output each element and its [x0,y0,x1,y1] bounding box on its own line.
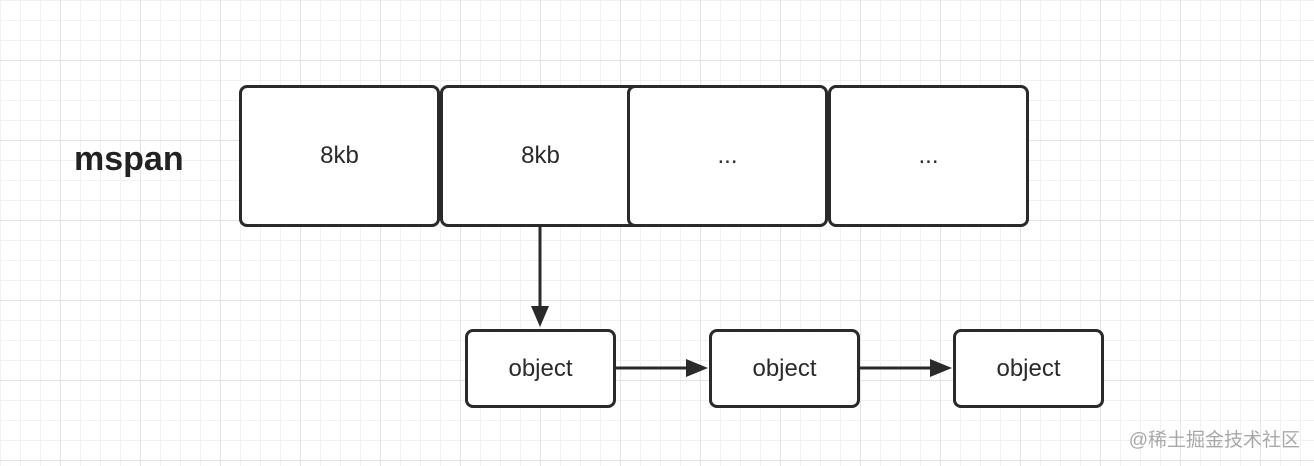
arrow-cell-to-object [531,227,549,327]
object-box-2: object [709,329,860,408]
watermark: @稀土掘金技术社区 [1128,430,1300,451]
object-box-1: object [465,329,616,408]
object-box-3: object [953,329,1104,408]
arrow-object2-to-object3 [860,359,952,377]
mspan-label: mspan [74,140,184,178]
span-cell-4: ... [828,85,1029,227]
arrow-object1-to-object2 [616,359,708,377]
span-cell-1: 8kb [239,85,440,227]
span-cell-3: ... [627,85,828,227]
